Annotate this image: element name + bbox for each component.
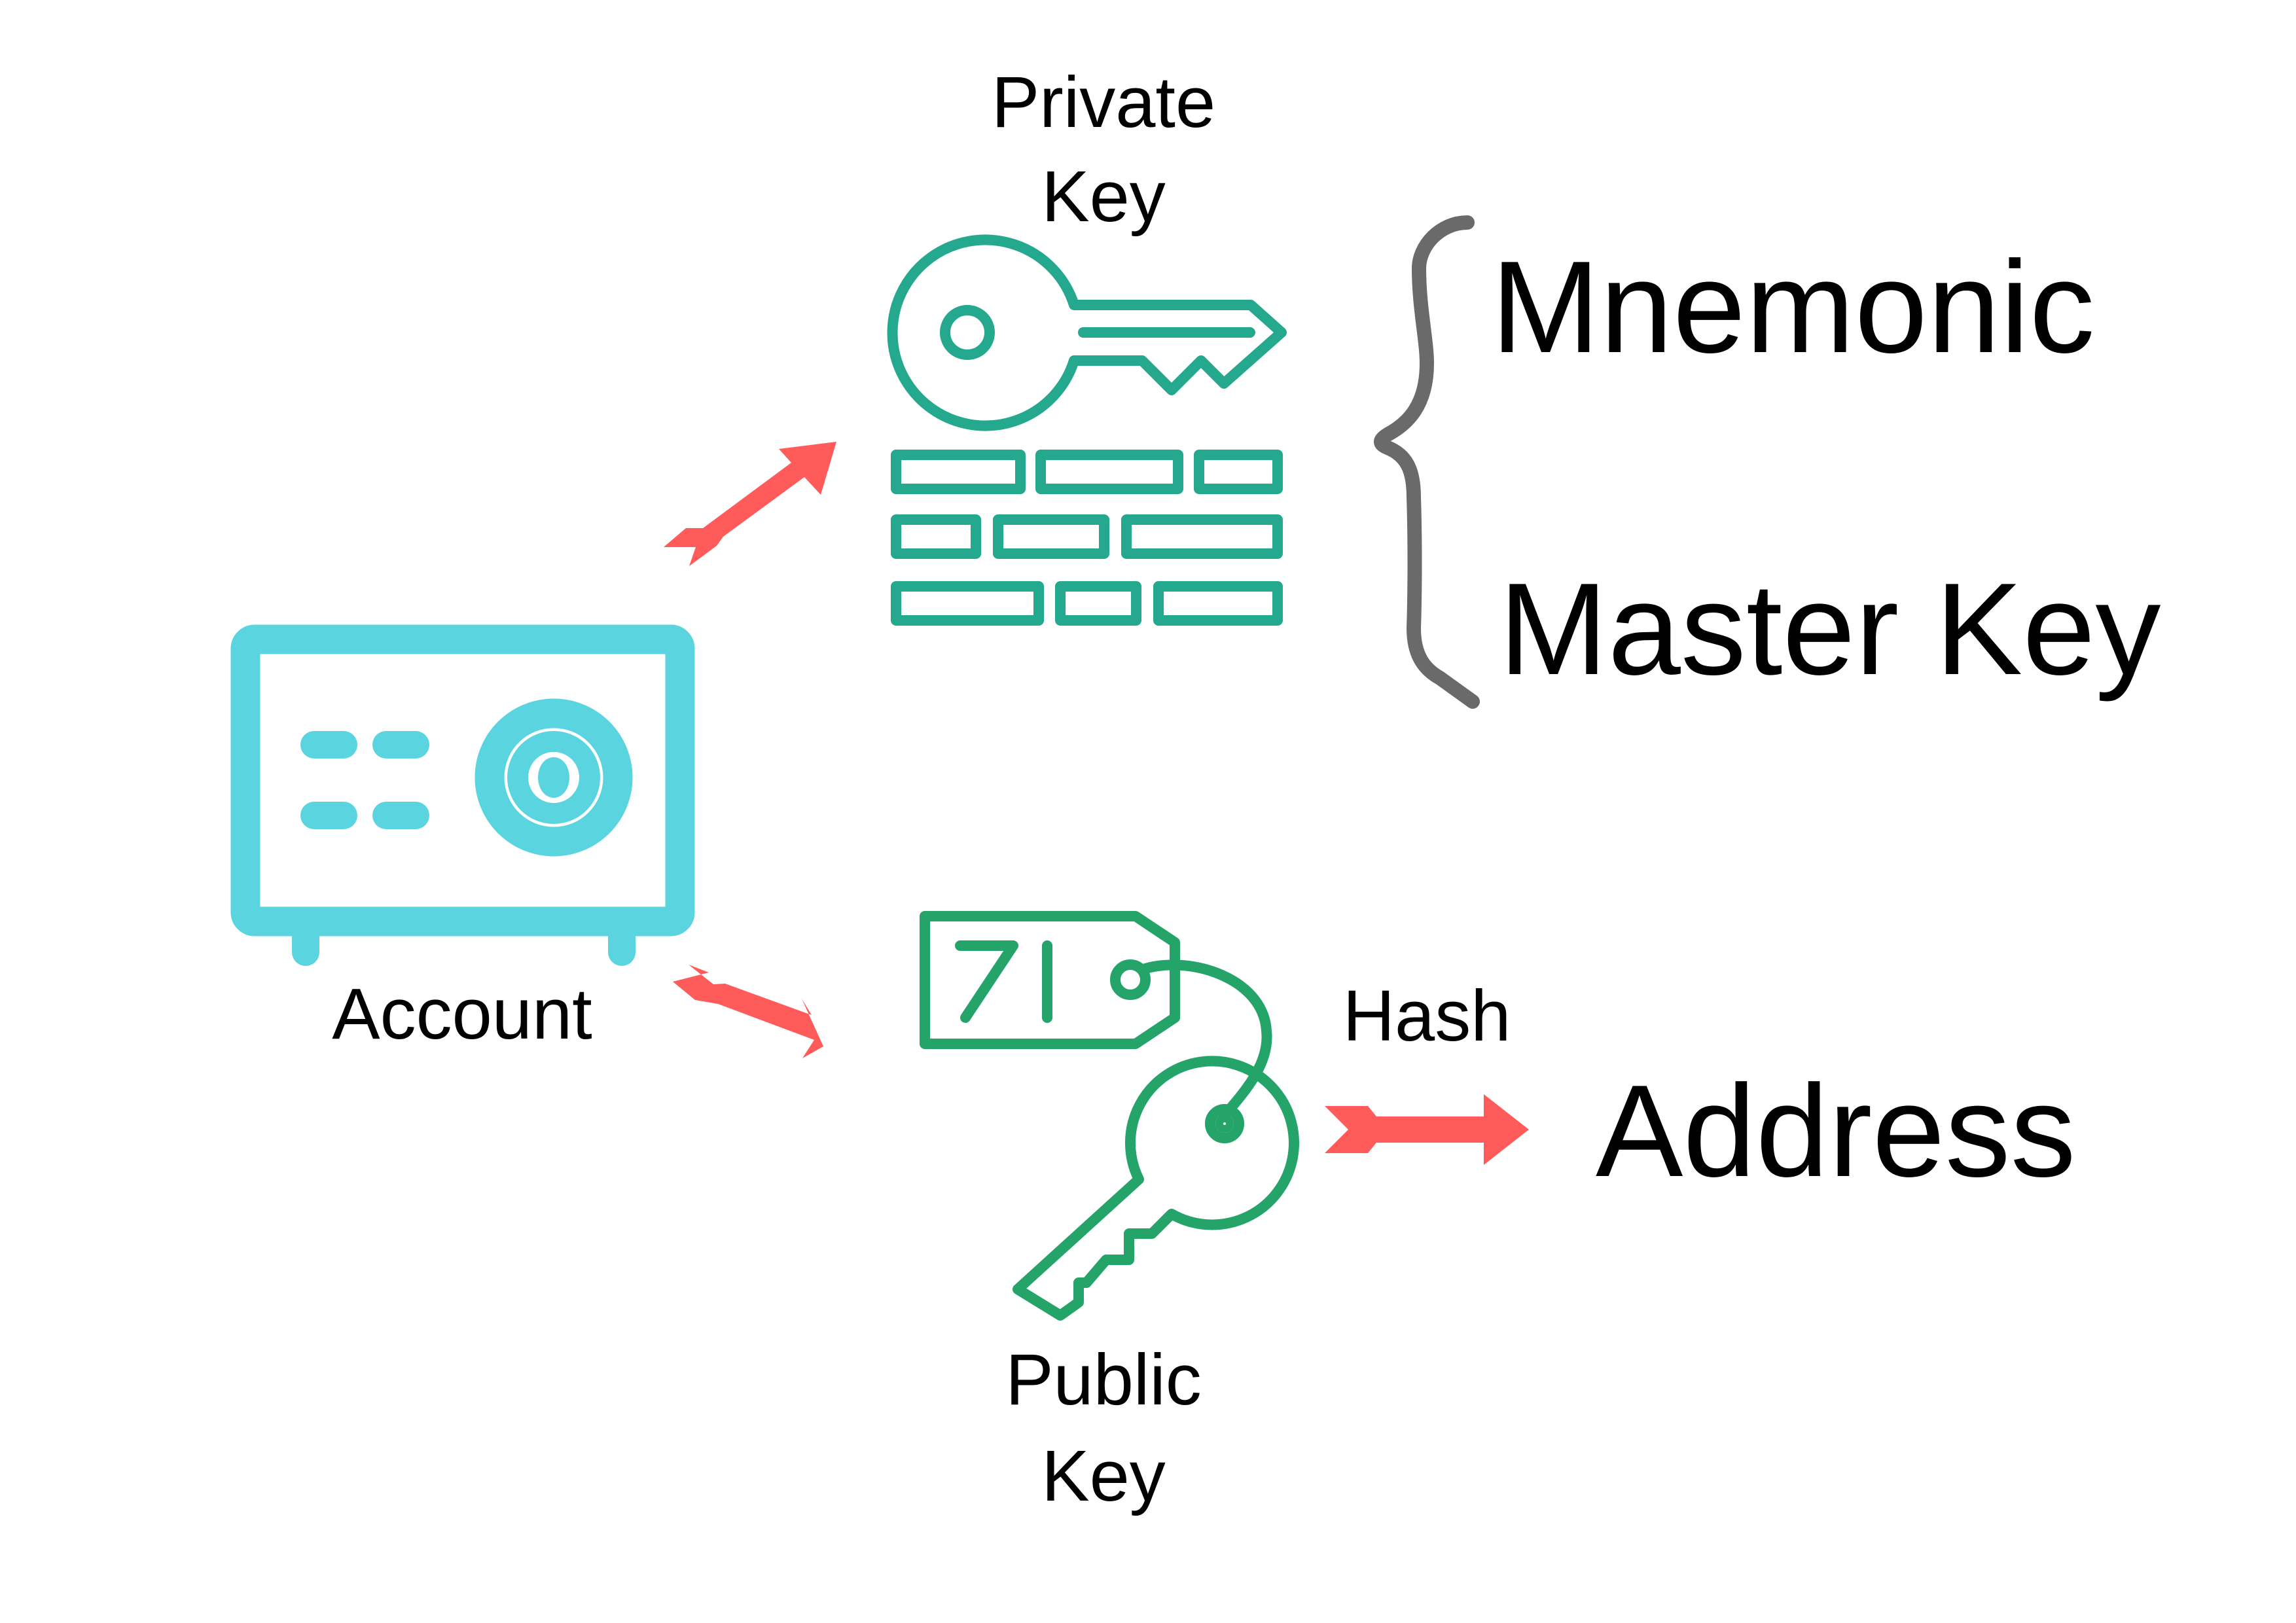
public-key-icon [920,911,1299,1321]
address-label: Address [1596,1058,2076,1204]
account-label: Account [332,974,592,1054]
safe-icon [230,624,695,966]
private-key-label-line1: Private [992,62,1215,143]
master-key-label: Master Key [1499,556,2161,702]
arrow-to-private-key [664,442,836,566]
hash-label: Hash [1343,976,1511,1056]
private-key-label-line2: Key [1041,156,1166,237]
public-key-label-line1: Public [1005,1340,1202,1420]
arrow-to-address [1325,1094,1529,1165]
arrow-to-public-key [673,965,823,1058]
public-key-label-line2: Key [1041,1436,1166,1516]
mnemonic-label: Mnemonic [1491,234,2095,380]
curly-brace-icon [1374,215,1480,709]
private-key-icon [887,234,1287,626]
